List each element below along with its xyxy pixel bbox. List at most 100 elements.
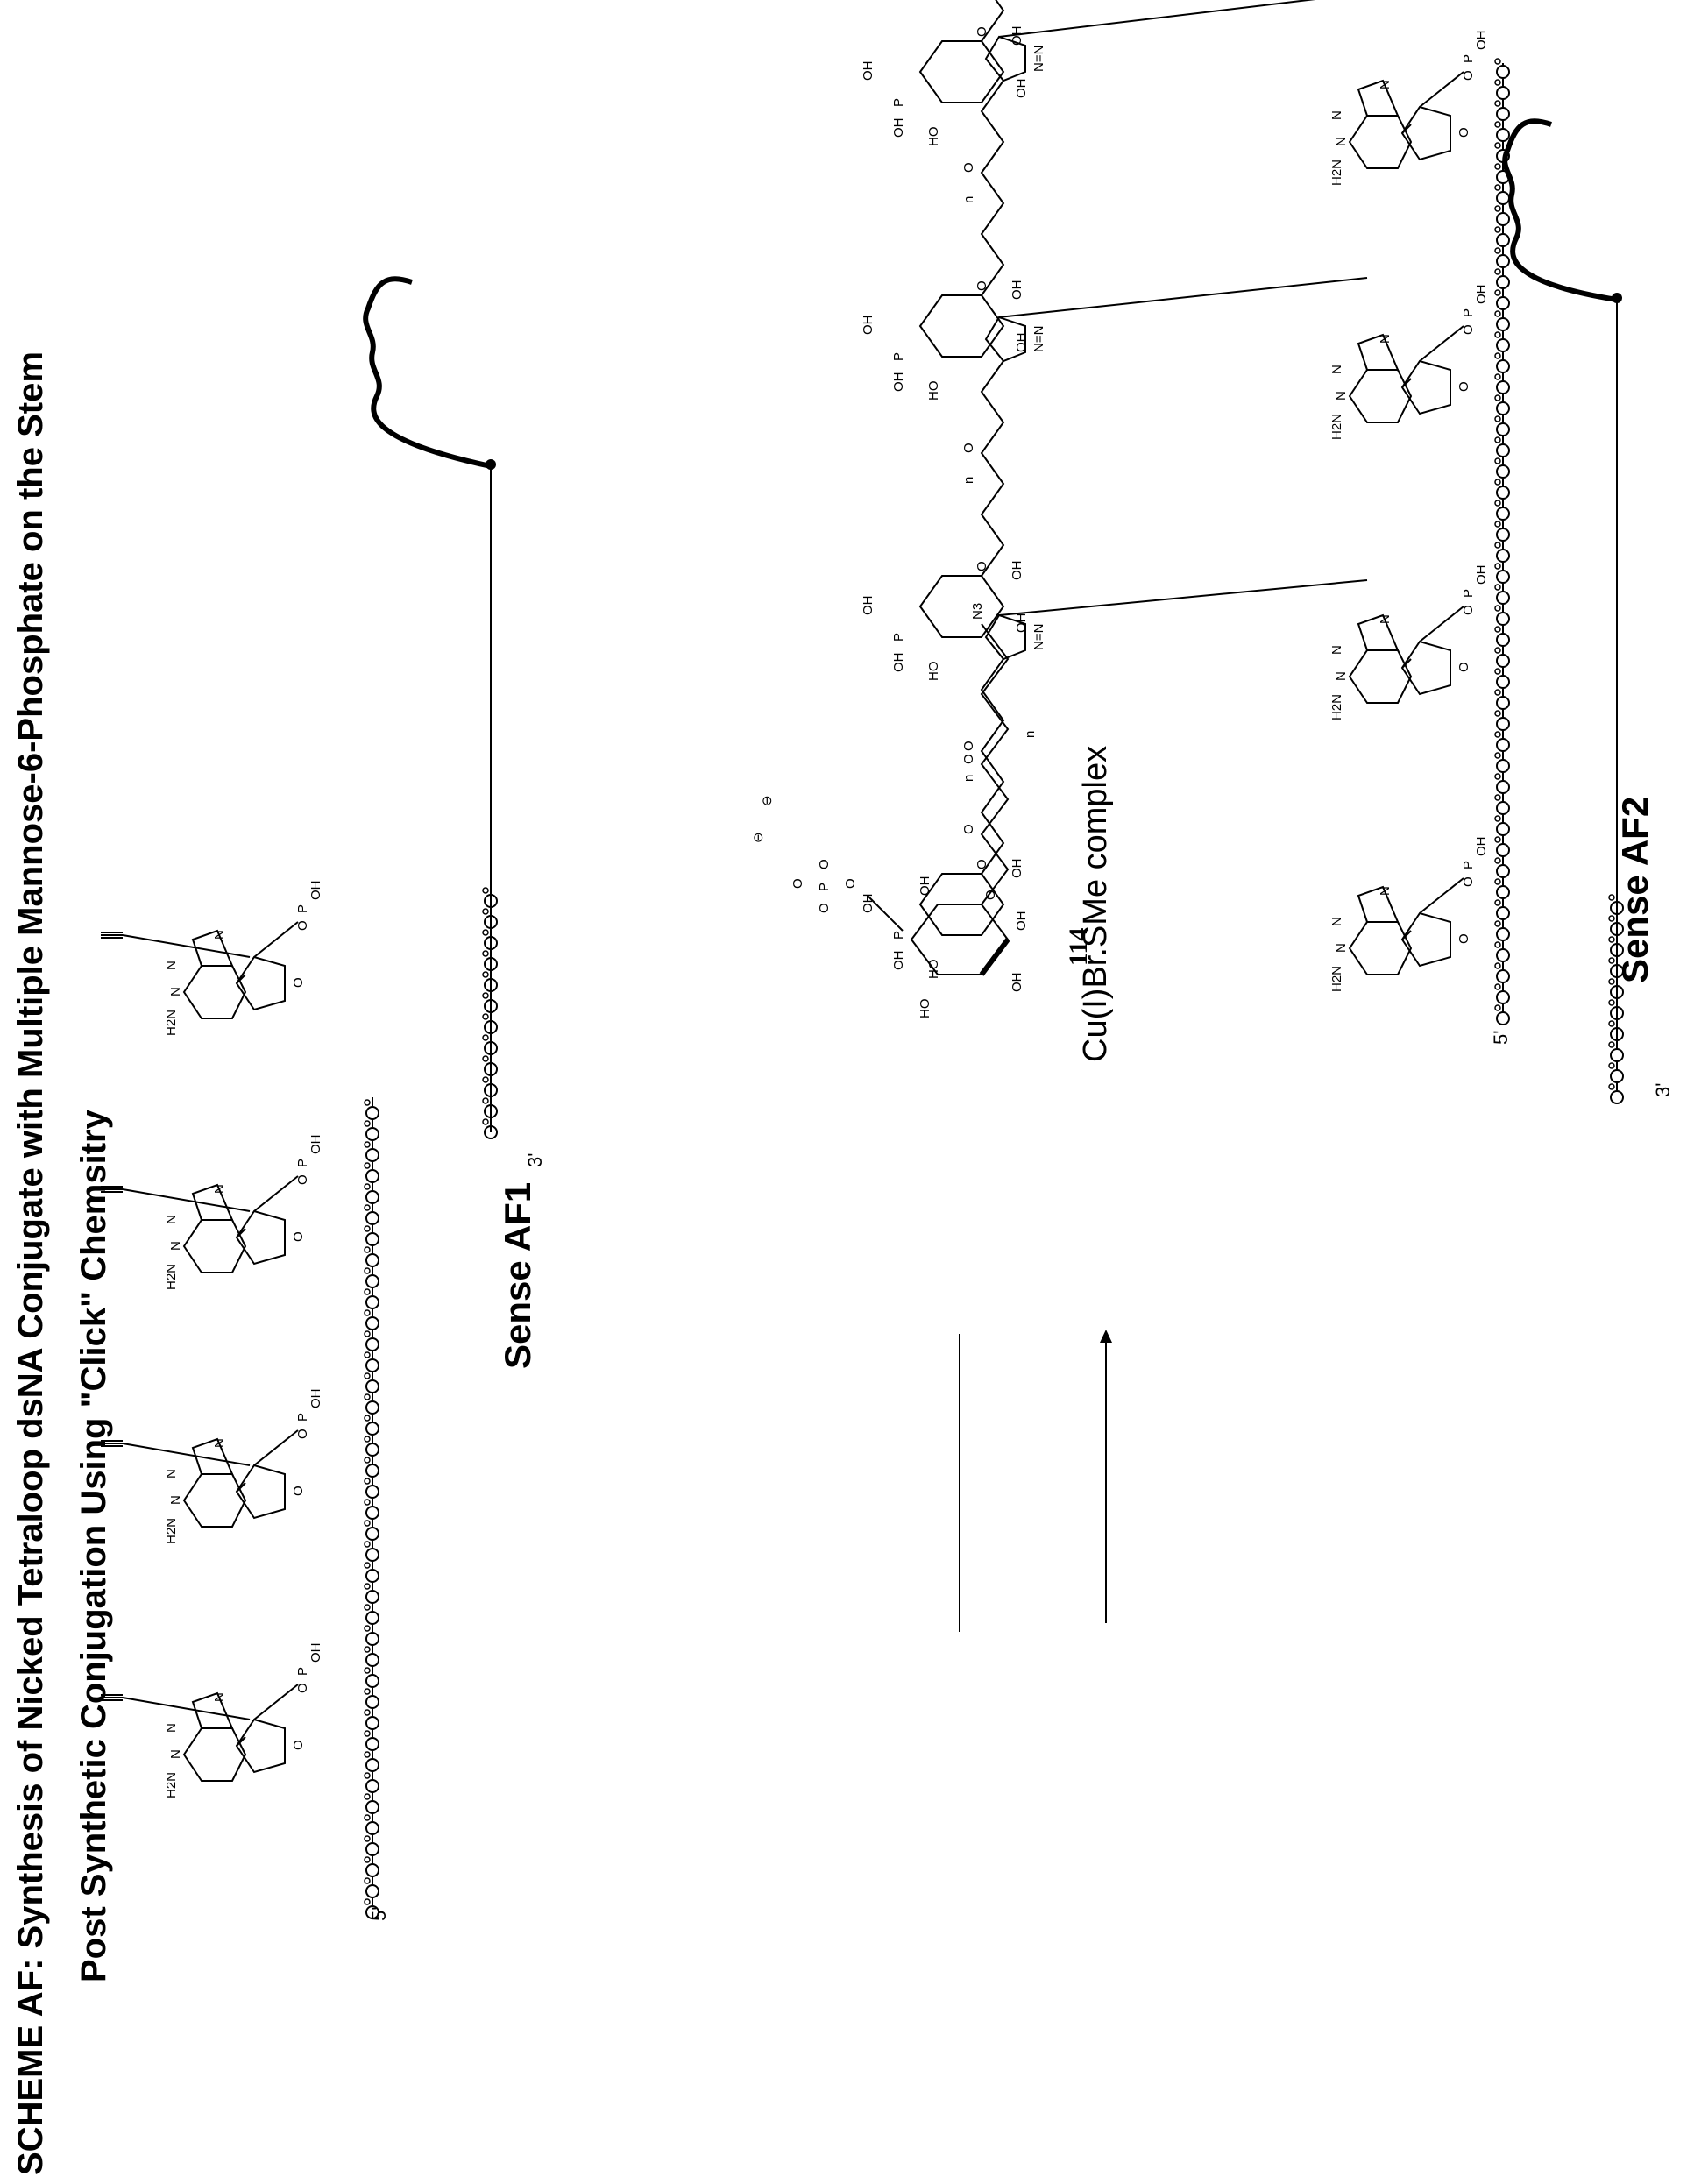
strand-bead bbox=[366, 1717, 379, 1729]
strand-link bbox=[365, 1710, 370, 1715]
phosphate-bond bbox=[1420, 878, 1464, 913]
strand-bead bbox=[1497, 444, 1509, 457]
strand-bead bbox=[1497, 718, 1509, 730]
strand-bead bbox=[366, 1612, 379, 1624]
strand-bead bbox=[366, 1549, 379, 1561]
af1-nucleotide-units: OOPOHH2NNNNOOPOHH2NNNNOOPOHH2NNNNOOPOHH2… bbox=[101, 881, 323, 1799]
strand-bead bbox=[366, 1507, 379, 1519]
strand-bead bbox=[366, 1254, 379, 1266]
strand-link bbox=[1495, 80, 1500, 85]
af1-label: Sense AF1 bbox=[497, 1182, 538, 1369]
ring-bold-edge bbox=[982, 940, 1008, 975]
strand-bead bbox=[366, 1591, 379, 1603]
base-n3: N bbox=[212, 1184, 227, 1194]
strand-link bbox=[365, 1478, 370, 1484]
strand-link bbox=[365, 1794, 370, 1799]
charge-minus-2: ⊖ bbox=[760, 795, 775, 806]
strand-bead bbox=[366, 1864, 379, 1876]
strand-link bbox=[365, 1731, 370, 1736]
phosphate-bond bbox=[254, 1684, 298, 1720]
phosphate-o4: O bbox=[843, 878, 858, 889]
strand-link bbox=[365, 1773, 370, 1778]
strand-link bbox=[1495, 606, 1500, 611]
scheme-title-line2: Post Synthetic Conjugation Using "Click"… bbox=[74, 1109, 113, 1982]
phosphate-p: P bbox=[295, 1159, 310, 1167]
strand-link bbox=[365, 1563, 370, 1568]
strand-link bbox=[365, 1226, 370, 1231]
base-n1: N bbox=[168, 1241, 183, 1251]
sugar-ring bbox=[1402, 913, 1450, 966]
reaction-area: ⊖ ⊖ O P O O O HO OH OH O 114 O O n bbox=[751, 603, 1114, 1632]
strand-bead bbox=[1497, 928, 1509, 940]
strand-bead bbox=[366, 1822, 379, 1834]
strand-link bbox=[1495, 542, 1500, 548]
base-n1: N bbox=[168, 987, 183, 996]
af2-label: Sense AF2 bbox=[1614, 797, 1655, 983]
strand-link bbox=[1495, 59, 1500, 64]
strand-link bbox=[1495, 942, 1500, 947]
strand-bead bbox=[1497, 550, 1509, 562]
strand-bead bbox=[1497, 87, 1509, 99]
strand-bead bbox=[1497, 613, 1509, 625]
sugar-o: O bbox=[291, 977, 306, 988]
strand-bead bbox=[366, 1359, 379, 1372]
mannose-oh2: OH bbox=[1010, 26, 1024, 46]
mannose-oh1: OH bbox=[1014, 911, 1029, 932]
strand-bead bbox=[1497, 108, 1509, 120]
phosphate-o2: O bbox=[817, 859, 832, 869]
base-n2: N bbox=[164, 1469, 179, 1478]
strand-bead bbox=[366, 1633, 379, 1645]
base-n2: N bbox=[164, 1215, 179, 1224]
strand-link bbox=[483, 951, 488, 956]
amine-label: H2N bbox=[1329, 160, 1344, 186]
strand-link bbox=[483, 972, 488, 977]
peg-o: O bbox=[961, 741, 976, 751]
sugar-ring bbox=[237, 957, 285, 1010]
base-n1: N bbox=[1334, 391, 1349, 401]
strand-link bbox=[365, 1331, 370, 1337]
triazole-nn: N=N bbox=[1031, 624, 1046, 650]
phosphate-oh: OH bbox=[1474, 565, 1489, 585]
strand-bead bbox=[366, 1464, 379, 1477]
phosphate-oh1: OH bbox=[861, 596, 875, 616]
strand-link bbox=[1495, 690, 1500, 695]
strand-bead bbox=[1497, 66, 1509, 78]
ring-oh2: OH bbox=[918, 876, 932, 897]
click-linker bbox=[999, 278, 1367, 317]
base-n1: N bbox=[1334, 943, 1349, 953]
phosphate-oh2: OH bbox=[891, 372, 906, 393]
strand-bead bbox=[1497, 907, 1509, 919]
af2-loop-node bbox=[1612, 293, 1622, 303]
adenine-ring bbox=[184, 1220, 245, 1273]
phosphate-oh: OH bbox=[1474, 837, 1489, 857]
strand-link bbox=[1495, 774, 1500, 779]
strand-link bbox=[365, 1626, 370, 1631]
base-n3: N bbox=[212, 1438, 227, 1448]
base-n3: N bbox=[212, 1692, 227, 1702]
strand-bead bbox=[366, 1486, 379, 1498]
phosphate-bond bbox=[254, 922, 298, 957]
strand-link bbox=[1495, 900, 1500, 905]
strand-bead bbox=[1611, 1070, 1623, 1082]
alkyne-linker bbox=[123, 1443, 250, 1465]
strand-link bbox=[365, 1647, 370, 1652]
strand-link bbox=[365, 1605, 370, 1610]
phosphate-oh2: OH bbox=[891, 951, 906, 971]
strand-bead bbox=[1497, 402, 1509, 415]
strand-bead bbox=[1497, 1012, 1509, 1025]
phosphate-oh1: OH bbox=[861, 61, 875, 82]
peg-o2: O bbox=[961, 754, 976, 764]
strand-bead bbox=[1497, 339, 1509, 351]
phosphate-oh2: OH bbox=[891, 118, 906, 138]
strand-link bbox=[1495, 669, 1500, 674]
strand-link bbox=[365, 1352, 370, 1358]
phosphate-oh: OH bbox=[1474, 31, 1489, 51]
strand-bead bbox=[1497, 739, 1509, 751]
strand-bead bbox=[1497, 802, 1509, 814]
mannose-ring-o: O bbox=[975, 26, 989, 37]
adenine-ring bbox=[184, 966, 245, 1018]
base-n2: N bbox=[164, 961, 179, 970]
strand-bead bbox=[366, 1128, 379, 1140]
strand-link bbox=[1495, 437, 1500, 443]
strand-bead bbox=[366, 1275, 379, 1287]
